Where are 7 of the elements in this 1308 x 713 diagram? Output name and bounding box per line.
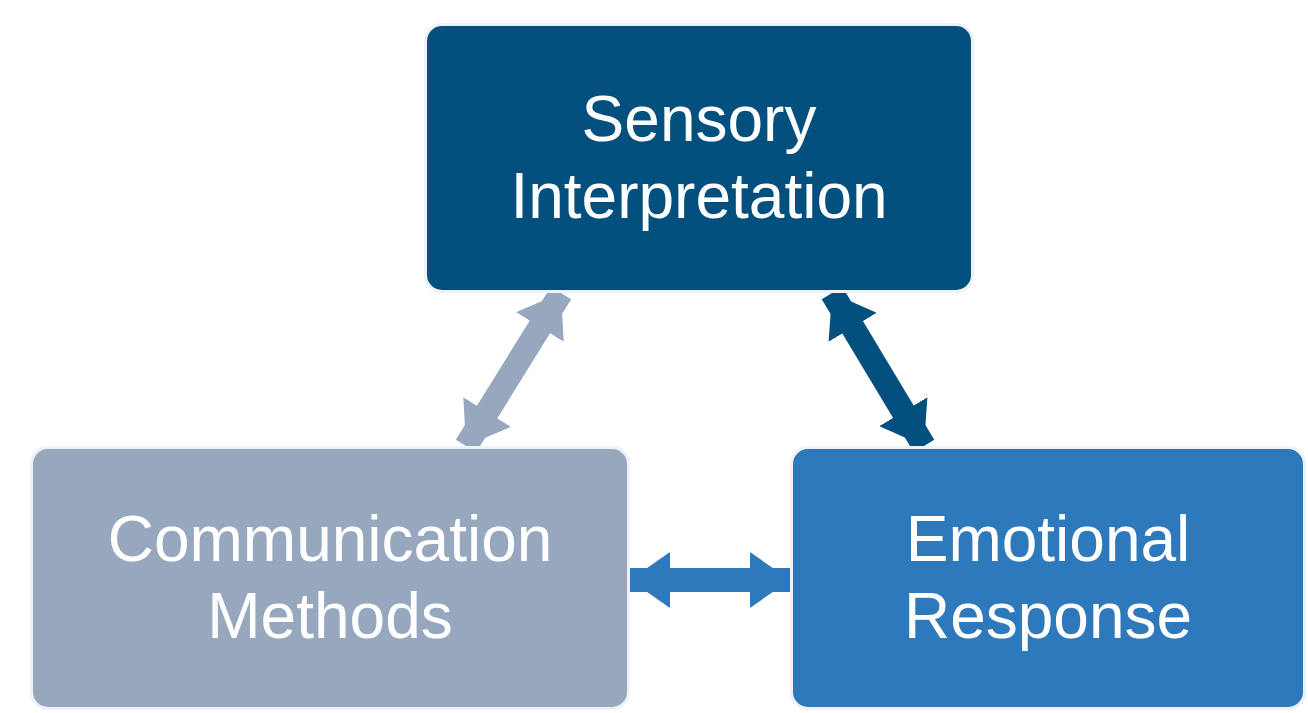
box-label: Emotional Response bbox=[902, 502, 1194, 654]
process-box bbox=[790, 446, 1306, 710]
box-label: Sensory Interpretation bbox=[509, 82, 889, 234]
double-arrow bbox=[630, 552, 790, 608]
process-box bbox=[424, 23, 974, 293]
box-label: Communication Methods bbox=[106, 502, 554, 654]
process-box bbox=[30, 446, 630, 710]
